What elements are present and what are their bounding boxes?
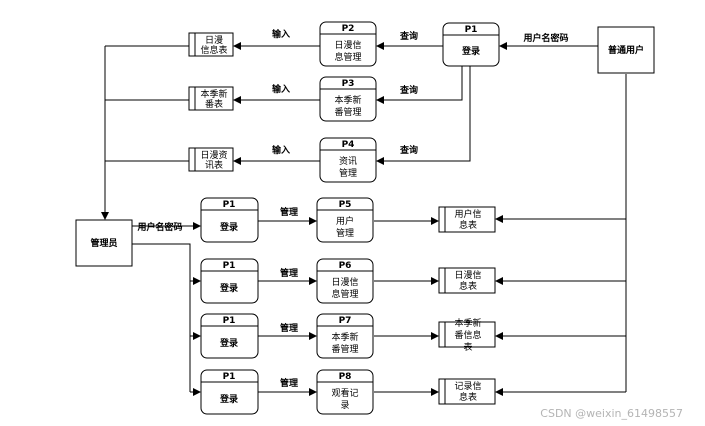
flow-label-manage: 管理 [280,206,298,218]
process-id: P1 [223,200,236,210]
process-name-line1: 观看记 [331,387,358,399]
process-id: P3 [342,79,355,89]
store-top1: 日漫 信息表 [188,32,234,57]
store-line1: 日漫 [205,34,223,46]
process-name-line2: 番管理 [331,343,358,355]
process-name-line2: 管理 [339,167,357,179]
entity-admin-label: 管理员 [90,237,117,249]
process-login-row1: P1 登录 [200,197,259,243]
flow-label-input: 输入 [272,144,290,156]
flow-label-admin-credentials: 用户名密码 [136,221,182,233]
process-name-line1: 本季新 [331,331,358,343]
process-id: P1 [223,316,236,326]
store-line1: 日漫资 [200,149,227,161]
process-name-line2: 番管理 [334,106,361,118]
store-line1: 日漫信 [454,269,481,281]
store-line2: 番信息 [454,329,481,341]
process-id: P4 [342,140,355,150]
process-id: P5 [339,200,352,210]
process-p2: P2 日漫信 息管理 [319,21,377,67]
process-name-line2: 息管理 [334,51,361,63]
process-name: 登录 [219,282,238,294]
process-name: 登录 [219,337,238,349]
flow-label-user-credentials: 用户名密码 [522,32,568,44]
process-name: 登录 [219,393,238,405]
entity-ordinary-user: 普通用户 [597,26,655,74]
process-p5: P5 用户 管理 [316,197,374,243]
flow-label-input: 输入 [272,28,290,40]
flow-label-manage: 管理 [280,377,298,389]
process-id: P6 [339,261,352,271]
store-line2: 番表 [205,98,223,110]
process-top-login: P1 登录 [442,22,500,67]
store-line1: 本季新 [454,317,481,329]
process-id: P8 [339,372,352,382]
process-name-line1: 资讯 [339,156,357,167]
process-p4: P4 资讯 管理 [319,137,377,183]
flow-login-to-p4 [376,66,471,165]
process-id: P1 [223,261,236,271]
flow-label-manage: 管理 [280,322,298,334]
process-id: P7 [339,316,352,326]
flow-admin-branch [132,243,191,392]
flow-login-to-p3 [376,66,463,104]
store-line2: 讯表 [205,159,223,171]
process-name: 登录 [219,221,238,233]
store-line1: 记录信 [454,380,481,392]
process-name-line1: 本季新 [334,94,361,106]
process-name-line1: 日漫信 [331,276,358,288]
process-name-line2: 录 [340,400,349,411]
flow-label-input: 输入 [272,83,290,95]
store-line2: 息表 [459,391,477,403]
entity-ordinary-user-label: 普通用户 [608,44,644,56]
process-name-line1: 用户 [336,215,354,227]
store-line1: 本季新 [200,88,227,100]
watermark: CSDN @weixin_61498557 [540,407,683,420]
process-name-line2: 息管理 [331,288,358,300]
process-id: P1 [223,372,236,382]
store-line2: 信息表 [200,44,227,56]
flow-label-query: 查询 [399,84,418,96]
store-top3: 日漫资 讯表 [188,147,234,172]
store-top2: 本季新 番表 [188,86,234,111]
process-p6: P6 日漫信 息管理 [316,258,374,304]
process-name-line2: 管理 [336,227,354,239]
store-right1: 用户信 息表 [438,206,496,233]
process-p7: P7 本季新 番管理 [316,313,374,359]
store-right2: 日漫信 息表 [438,267,496,294]
process-id: P1 [465,25,478,35]
store-right3: 本季新 番信息 表 [438,317,496,353]
store-line3: 表 [463,341,472,353]
process-p8: P8 观看记 录 [316,369,374,415]
flow-label-query: 查询 [399,30,418,42]
store-line2: 息表 [459,219,477,231]
flow-label-query: 查询 [399,144,418,156]
process-p3: P3 本季新 番管理 [319,76,377,122]
process-name: 登录 [461,45,480,57]
process-id: P2 [342,24,355,34]
store-line1: 用户信 [454,208,481,220]
store-line2: 息表 [459,280,477,292]
flow-label-manage: 管理 [280,267,298,279]
process-login-row4: P1 登录 [200,369,259,415]
entity-admin: 管理员 [75,219,133,267]
process-name-line1: 日漫信 [334,39,361,51]
process-login-row3: P1 登录 [200,313,259,359]
process-login-row2: P1 登录 [200,258,259,304]
store-right4: 记录信 息表 [438,378,496,405]
